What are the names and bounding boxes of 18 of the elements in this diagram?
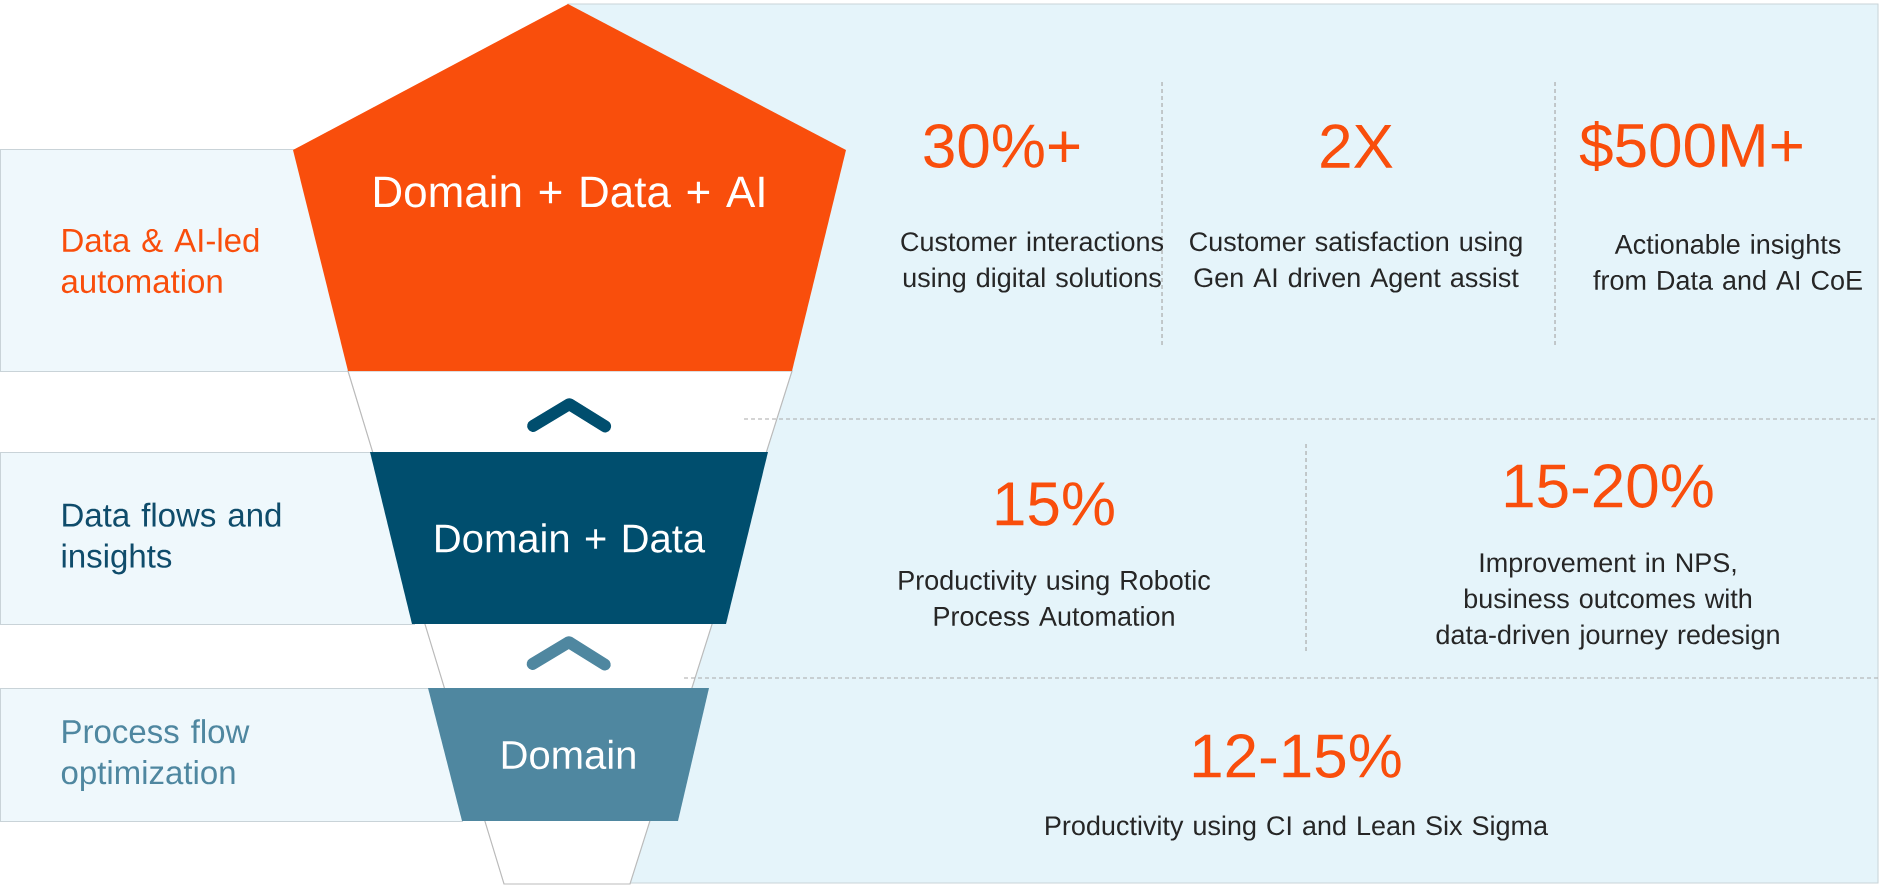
stat-value: 12-15% bbox=[1193, 734, 1401, 778]
stat-value: 15-20% bbox=[1505, 464, 1713, 508]
stat-value: 30%+ bbox=[924, 124, 1080, 168]
stat-description: Actionable insights from Data and AI CoE bbox=[1593, 234, 1862, 290]
stat-description: Productivity using CI and Lean Six Sigma bbox=[1046, 815, 1549, 841]
trapezoid: Domain + Data bbox=[370, 452, 768, 624]
stat-value: $500M+ bbox=[1579, 120, 1802, 172]
pentagon: Domain + Data + AI bbox=[293, 4, 846, 371]
row-band: Data flows and insights bbox=[0, 452, 415, 625]
stat-description: Customer interactions using digital solutions bbox=[901, 231, 1164, 293]
stat-description: Productivity using Robotic Process Automation bbox=[899, 570, 1211, 626]
stat-description: Improvement in NPS, business outcomes with data-driven journey redesign bbox=[1436, 552, 1779, 650]
row-band: Process flow optimization bbox=[0, 688, 463, 822]
trapezoid: Domain bbox=[428, 688, 709, 821]
stat-value: 2X bbox=[1321, 124, 1393, 168]
stat-description: Customer satisfaction using Gen AI driven Agent assist bbox=[1190, 231, 1522, 293]
stat-value: 15% bbox=[996, 482, 1114, 526]
row-band: Data & AI-led automation bbox=[0, 149, 349, 372]
